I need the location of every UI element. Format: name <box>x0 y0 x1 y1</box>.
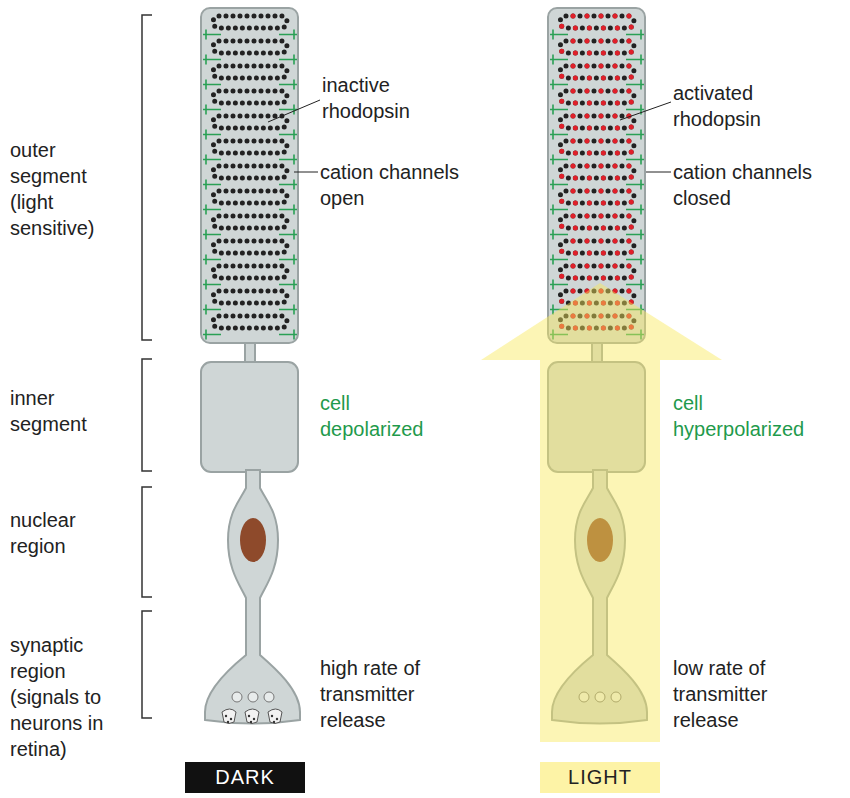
leader-line <box>620 102 671 120</box>
bracket <box>142 15 152 340</box>
condition-label: DARK <box>215 766 275 789</box>
activated-rhodopsin-dots <box>560 16 634 328</box>
annotation-label: cation channels open <box>320 159 480 211</box>
leader-line <box>646 172 671 173</box>
transmitter-dots <box>225 715 278 723</box>
bracket <box>142 611 152 718</box>
leader-line <box>268 100 320 122</box>
annotation-label: synaptic region (signals to neurons in r… <box>10 632 110 762</box>
cation-channels <box>203 30 297 340</box>
annotation-label: nuclear region <box>10 507 105 559</box>
annotation-label: cell depolarized <box>320 390 450 442</box>
rhodopsin-discs <box>560 16 634 328</box>
annotation-label: cation channels closed <box>673 159 833 211</box>
bracket <box>142 359 152 471</box>
region-brackets <box>142 15 152 718</box>
annotation-label: cell hyperpolarized <box>673 390 833 442</box>
bracket <box>142 487 152 597</box>
annotation-label: high rate of transmitter release <box>320 655 440 733</box>
released-transmitter <box>222 709 282 724</box>
annotation-label: low rate of transmitter release <box>673 655 793 733</box>
rod-cell-dark <box>201 8 300 724</box>
annotation-label: activated rhodopsin <box>673 80 788 132</box>
annotation-label: outer segment (light sensitive) <box>10 137 110 241</box>
annotation-label: inner segment <box>10 385 105 437</box>
condition-box: LIGHT <box>540 762 660 793</box>
cell-body <box>201 8 300 724</box>
condition-label: LIGHT <box>568 766 632 789</box>
rhodopsin-discs <box>213 16 287 328</box>
condition-box: DARK <box>185 762 305 793</box>
leader-line <box>294 172 318 173</box>
annotation-label: inactive rhodopsin <box>322 72 432 124</box>
